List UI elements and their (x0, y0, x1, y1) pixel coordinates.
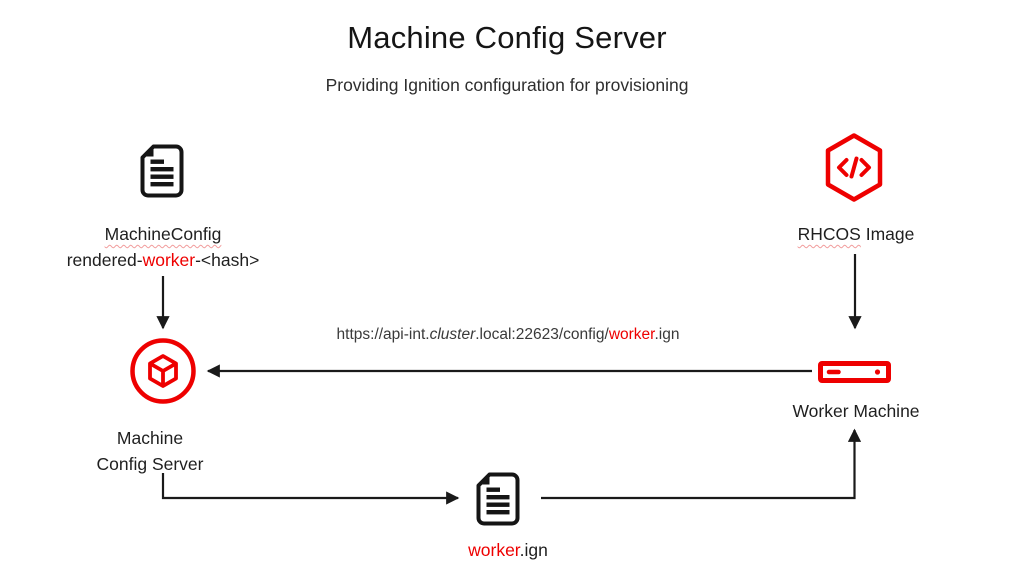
machineconfig-node (140, 143, 184, 199)
rendered-prefix: rendered- (66, 250, 143, 270)
mcs-label-line2: Config Server (96, 454, 204, 474)
rhcos-image-label: RHCOS Image (798, 221, 915, 247)
server-icon (818, 361, 891, 383)
rendered-hash-suffix: -<hash> (195, 250, 260, 270)
cube-circle-icon (130, 338, 196, 404)
code-hexagon-icon (825, 133, 883, 202)
arrow-mcs-to-worker-ign (161, 473, 460, 505)
url-cluster-placeholder: cluster (429, 326, 476, 343)
worker-ign-node (476, 471, 520, 527)
url-prefix: https://api-int. (336, 326, 430, 343)
arrow-worker-ign-to-worker-machine (541, 428, 862, 500)
machineconfig-rendered-name: rendered-worker-<hash> (67, 247, 260, 273)
machineconfig-name: MachineConfig (104, 224, 222, 244)
rendered-worker-highlight: worker (142, 250, 196, 270)
worker-ign-suffix: .ign (519, 540, 548, 560)
worker-ign-highlight: worker (468, 540, 520, 560)
rhcos-image-node (825, 133, 883, 202)
mcs-label-line1: Machine (116, 428, 184, 448)
ignition-config-url: https://api-int.cluster.local:22623/conf… (337, 326, 680, 344)
page-title: Machine Config Server (347, 20, 667, 55)
machine-config-server-node (129, 337, 197, 405)
worker-machine-label: Worker Machine (792, 401, 920, 421)
machine-config-server-label: Machine Config Server (97, 425, 204, 477)
url-worker-highlight: worker (608, 326, 655, 343)
document-icon (476, 472, 520, 526)
url-suffix: .ign (654, 326, 680, 343)
rhcos-word: RHCOS (797, 224, 861, 244)
page-subtitle: Providing Ignition configuration for pro… (325, 75, 689, 95)
machineconfig-label: MachineConfig rendered-worker-<hash> (67, 221, 260, 273)
url-middle: .local:22623/config/ (475, 326, 609, 343)
document-icon (140, 144, 184, 198)
worker-ign-label: worker.ign (468, 537, 548, 563)
worker-machine-node (818, 361, 891, 383)
rhcos-image-word: Image (860, 224, 915, 244)
